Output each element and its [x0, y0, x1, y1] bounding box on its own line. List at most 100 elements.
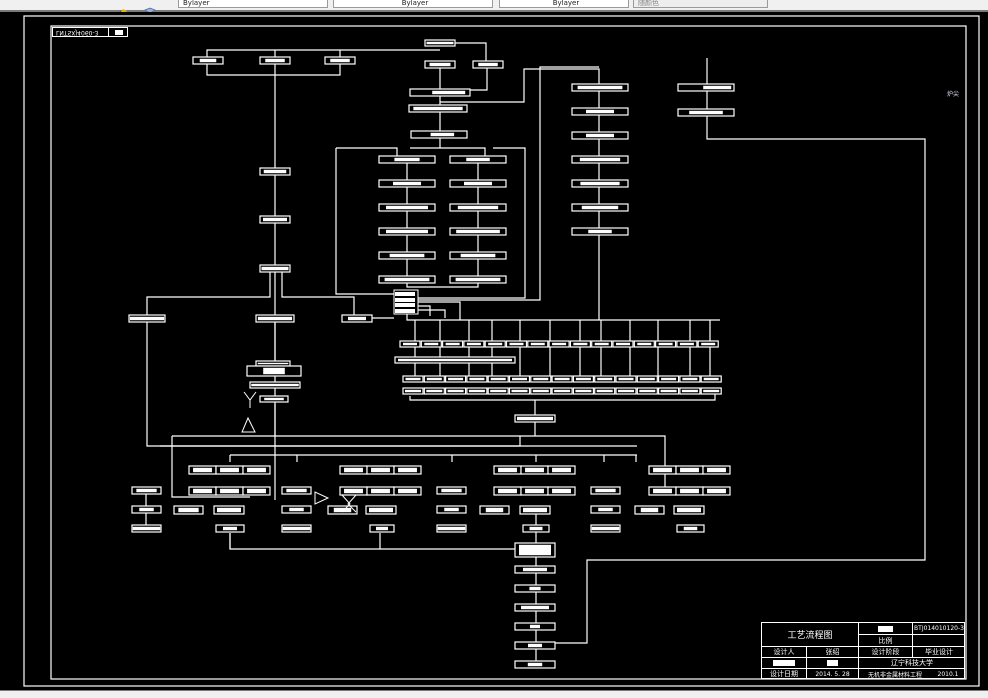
process-box — [676, 524, 705, 533]
process-box-label — [529, 526, 543, 531]
side-note: 炉尖 — [947, 91, 960, 98]
linetype-dropdown[interactable]: Bylayer — [333, 0, 493, 8]
process-box-label — [466, 157, 490, 162]
process-box — [615, 375, 637, 383]
process-box — [676, 340, 698, 348]
process-box — [341, 314, 373, 323]
flow-line — [171, 436, 250, 498]
process-box — [547, 465, 576, 475]
process-box — [366, 465, 395, 475]
process-box-label — [639, 377, 655, 381]
process-box-label — [437, 526, 466, 531]
color-dropdown[interactable]: Bylayer — [178, 0, 328, 8]
process-box — [408, 104, 468, 113]
title-block-date-label: 设计日期 — [762, 669, 807, 679]
process-box-label — [573, 342, 588, 346]
process-box-label — [637, 342, 652, 346]
process-box — [215, 524, 245, 533]
drawing-canvas[interactable] — [0, 12, 988, 690]
process-box-label — [707, 467, 726, 473]
process-box-label — [653, 467, 672, 473]
process-box — [636, 375, 658, 383]
process-box — [493, 465, 522, 475]
process-box-label — [403, 342, 417, 346]
process-box — [173, 505, 204, 515]
title-block-material — [859, 623, 913, 635]
title-block-department: 无机非金属材料工程 — [867, 671, 922, 679]
process-box-label — [528, 643, 542, 648]
process-box-label — [490, 389, 507, 393]
layer-iso-icon[interactable] — [143, 0, 157, 14]
process-box-label — [445, 342, 460, 346]
process-box — [463, 340, 485, 348]
triangle-symbol — [314, 491, 330, 505]
process-box — [436, 505, 467, 514]
process-box — [527, 340, 549, 348]
process-box-label — [554, 389, 571, 393]
process-box — [514, 660, 556, 669]
process-box — [394, 356, 516, 364]
process-box — [514, 603, 556, 612]
process-box — [571, 203, 629, 212]
title-block-stage-value: 毕业设计 — [913, 647, 965, 658]
process-box-label — [498, 467, 517, 473]
plotstyle-dropdown[interactable]: 随颜色 — [633, 0, 768, 8]
process-box — [249, 381, 301, 389]
process-box-label — [282, 526, 311, 531]
process-box — [259, 56, 291, 65]
process-box-label — [598, 507, 613, 512]
process-box-label — [529, 586, 541, 591]
process-box-label — [330, 58, 350, 63]
process-box — [571, 131, 629, 140]
process-box — [449, 275, 507, 284]
process-box-label — [579, 157, 621, 162]
process-box-label — [586, 133, 614, 138]
process-box-label — [430, 132, 455, 137]
process-box-label — [682, 377, 698, 381]
process-box — [423, 387, 445, 395]
process-box-label — [132, 526, 161, 531]
process-box — [188, 486, 217, 496]
process-box — [548, 340, 570, 348]
process-box — [410, 130, 468, 139]
process-box — [339, 486, 368, 496]
process-box — [569, 340, 592, 348]
process-box — [255, 314, 295, 323]
flow-line — [229, 533, 381, 550]
process-box-label — [519, 544, 551, 556]
process-box — [648, 486, 677, 496]
process-box — [594, 375, 616, 383]
process-box-label — [478, 62, 498, 67]
process-box-label — [703, 85, 732, 90]
drawing-code-label: LNTSXJ4060-3 — [52, 27, 128, 37]
process-box-label — [577, 85, 623, 90]
process-box-label — [530, 342, 545, 346]
layer-state-icon[interactable] — [117, 0, 131, 15]
process-box-label — [581, 205, 619, 210]
process-box-label — [552, 467, 571, 473]
process-box-label — [344, 467, 363, 473]
process-box-label — [393, 181, 421, 186]
process-box-label — [217, 507, 241, 513]
process-box — [424, 39, 456, 47]
flow-line — [418, 147, 526, 299]
process-box-label — [523, 507, 547, 513]
process-box — [324, 56, 356, 65]
process-box-label — [511, 389, 528, 393]
process-box — [675, 465, 704, 475]
process-box — [551, 387, 573, 395]
process-box — [612, 340, 634, 348]
process-box — [466, 387, 488, 395]
process-box-label — [595, 488, 616, 493]
process-box — [547, 486, 576, 496]
title-block-scale-value — [913, 635, 965, 647]
title-block-redacted-1 — [762, 658, 807, 669]
process-box — [571, 107, 629, 116]
flow-line — [281, 272, 355, 315]
process-box-label — [257, 362, 289, 365]
lineweight-dropdown[interactable]: Bylayer — [499, 0, 629, 8]
process-box — [420, 340, 442, 348]
flow-line — [146, 272, 271, 315]
process-box — [571, 179, 629, 188]
process-box-label — [512, 377, 527, 381]
